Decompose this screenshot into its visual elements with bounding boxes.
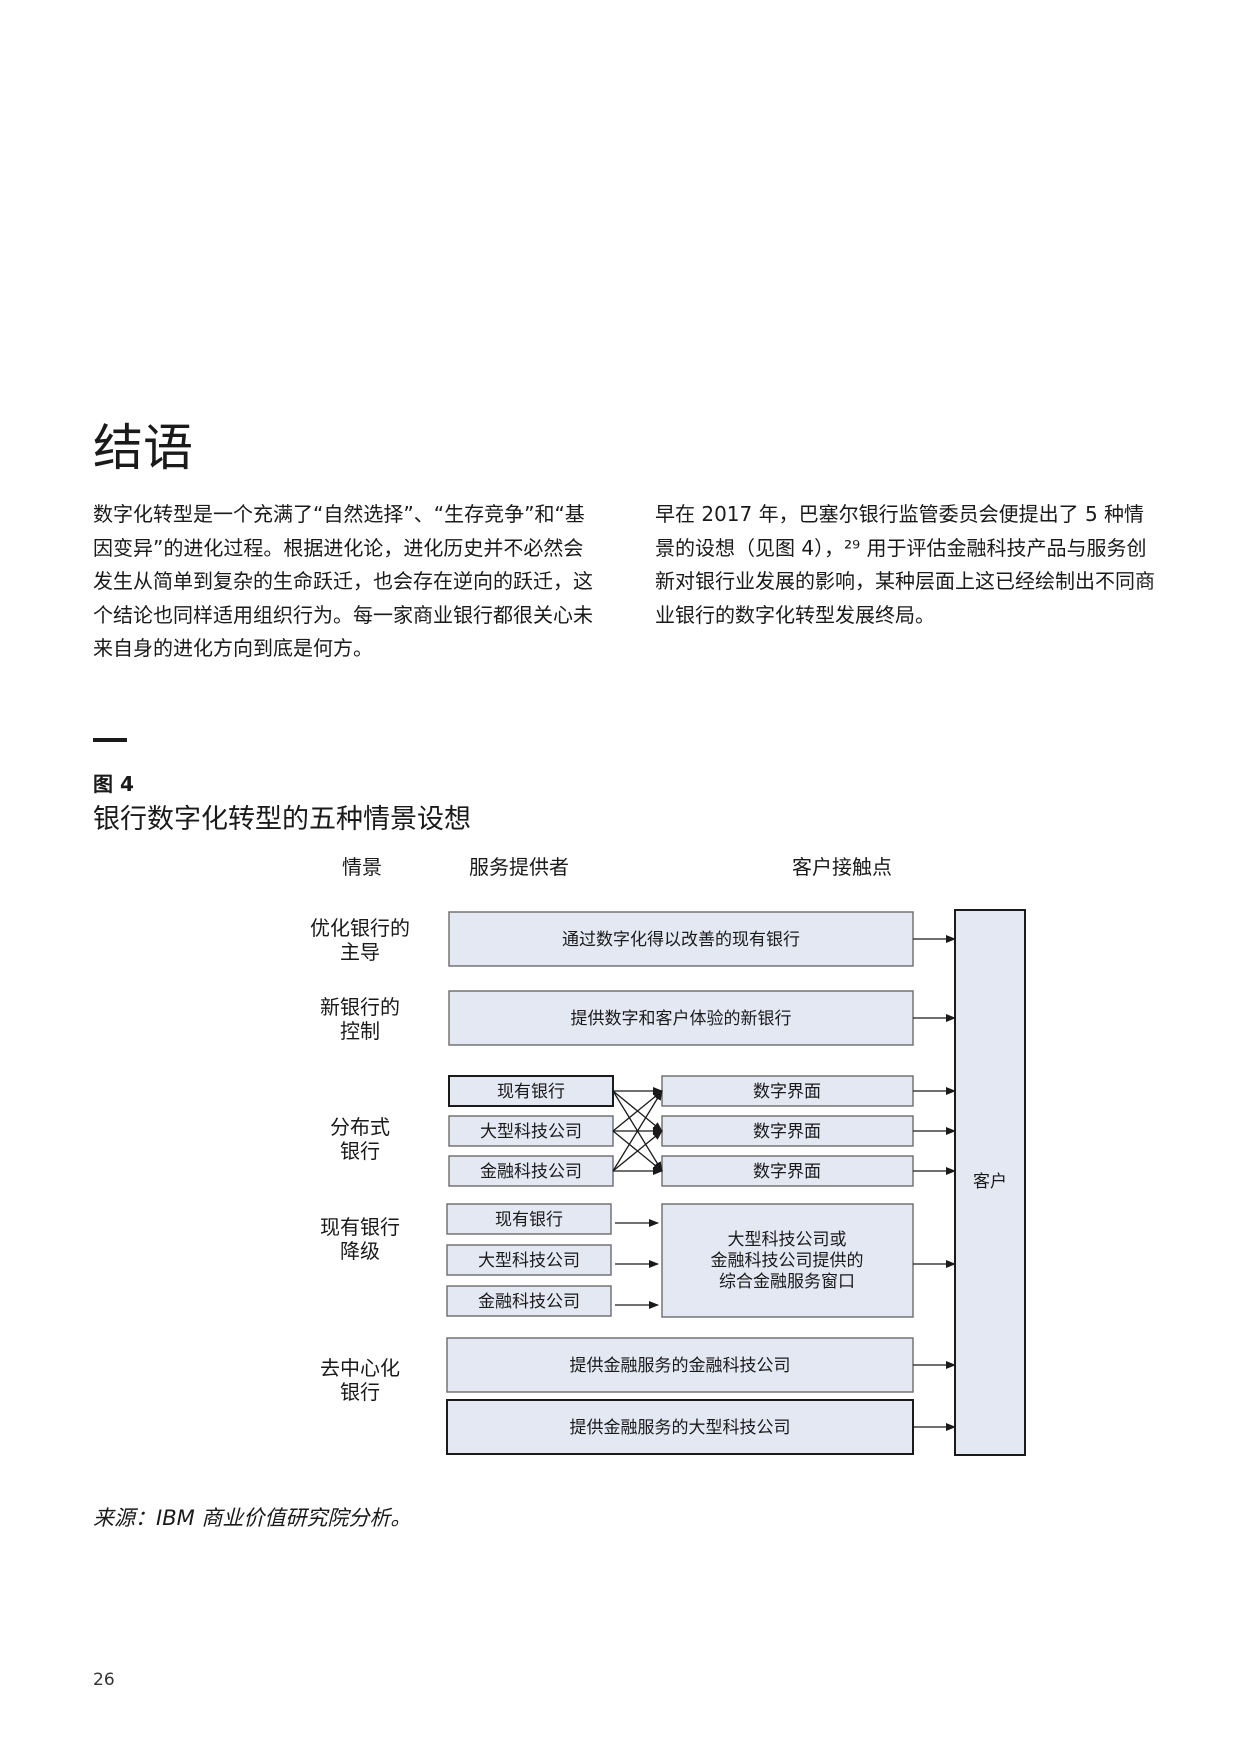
digital-interface-box: [661, 1115, 914, 1147]
customer-box: [954, 909, 1026, 1456]
header-scenario: 情景: [342, 855, 382, 879]
digital-interface-label: 数字界面: [753, 1122, 821, 1142]
improved-bank-box: [448, 911, 914, 967]
integrated-window-line: 综合金融服务窗口: [719, 1272, 855, 1292]
distributed-provider-box: [448, 1155, 614, 1187]
improved-bank-label: 通过数字化得以改善的现有银行: [562, 930, 800, 950]
figure-title: 银行数字化转型的五种情景设想: [93, 804, 471, 835]
scenario-line: 优化银行的: [310, 916, 410, 940]
cross-arrows: [612, 1087, 663, 1175]
scenario-line: 银行: [340, 1139, 380, 1163]
header-touchpoint: 客户接触点: [792, 855, 892, 879]
fintech-service-label: 提供金融服务的金融科技公司: [570, 1356, 791, 1376]
customer-label: 客户: [973, 1172, 1007, 1192]
scenario-line: 主导: [340, 940, 380, 964]
scenario-line: 现有银行: [320, 1215, 400, 1239]
integrated-window-line: 金融科技公司提供的: [711, 1251, 864, 1271]
scenario-label-optimized: 优化银行的 主导: [310, 916, 410, 964]
scenario-line: 控制: [340, 1019, 380, 1043]
downgrade-provider-box: [446, 1285, 612, 1317]
scenario-line: 银行: [340, 1380, 380, 1404]
digital-interface-box: [661, 1155, 914, 1187]
digital-interface-label: 数字界面: [753, 1162, 821, 1182]
scenario-label-downgrade: 现有银行 降级: [320, 1215, 400, 1263]
digital-interface-label: 数字界面: [753, 1082, 821, 1102]
distributed-provider-label: 金融科技公司: [480, 1162, 582, 1182]
scenario-diagram: 情景 服务提供者 客户接触点 优化银行的 主导 新银行的 控制 分布式 银行 现…: [310, 855, 1026, 1456]
paragraph-right: 早在 2017 年，巴塞尔银行监管委员会便提出了 5 种情景的设想（见图 4），…: [655, 502, 1155, 627]
figure-rule: [93, 738, 127, 742]
new-bank-label: 提供数字和客户体验的新银行: [571, 1009, 792, 1029]
header-provider: 服务提供者: [469, 855, 569, 879]
page-number: 26: [93, 1670, 115, 1690]
downgrade-provider-box: [446, 1203, 612, 1235]
scenario-line: 降级: [340, 1239, 380, 1263]
paragraph-left: 数字化转型是一个充满了“自然选择”、“生存竞争”和“基因变异”的进化过程。根据进…: [93, 502, 593, 660]
bigtech-service-label: 提供金融服务的大型科技公司: [570, 1418, 791, 1438]
scenario-line: 新银行的: [320, 995, 400, 1019]
downgrade-provider-label: 金融科技公司: [478, 1292, 580, 1312]
scenario-line: 去中心化: [320, 1356, 400, 1380]
integrated-window-box: [661, 1203, 914, 1318]
fintech-service-box: [446, 1337, 914, 1393]
distributed-provider-box: [448, 1075, 614, 1107]
section-title: 结语: [93, 419, 193, 477]
downgrade-provider-box: [446, 1244, 612, 1276]
integrated-window-line: 大型科技公司或: [728, 1230, 847, 1250]
source-note: 来源：IBM 商业价值研究院分析。: [93, 1506, 412, 1530]
scenario-label-new-bank: 新银行的 控制: [320, 995, 400, 1043]
downgrade-provider-label: 大型科技公司: [478, 1251, 580, 1271]
figure-label: 图 4: [93, 772, 134, 796]
digital-interface-box: [661, 1075, 914, 1107]
downgrade-provider-label: 现有银行: [495, 1210, 563, 1230]
new-bank-box: [448, 990, 914, 1046]
bigtech-service-box: [446, 1399, 914, 1455]
distributed-provider-label: 大型科技公司: [480, 1122, 582, 1142]
scenario-line: 分布式: [330, 1115, 390, 1139]
distributed-provider-label: 现有银行: [497, 1082, 565, 1102]
scenario-label-decentralized: 去中心化 银行: [320, 1356, 400, 1404]
scenario-label-distributed: 分布式 银行: [330, 1115, 390, 1163]
